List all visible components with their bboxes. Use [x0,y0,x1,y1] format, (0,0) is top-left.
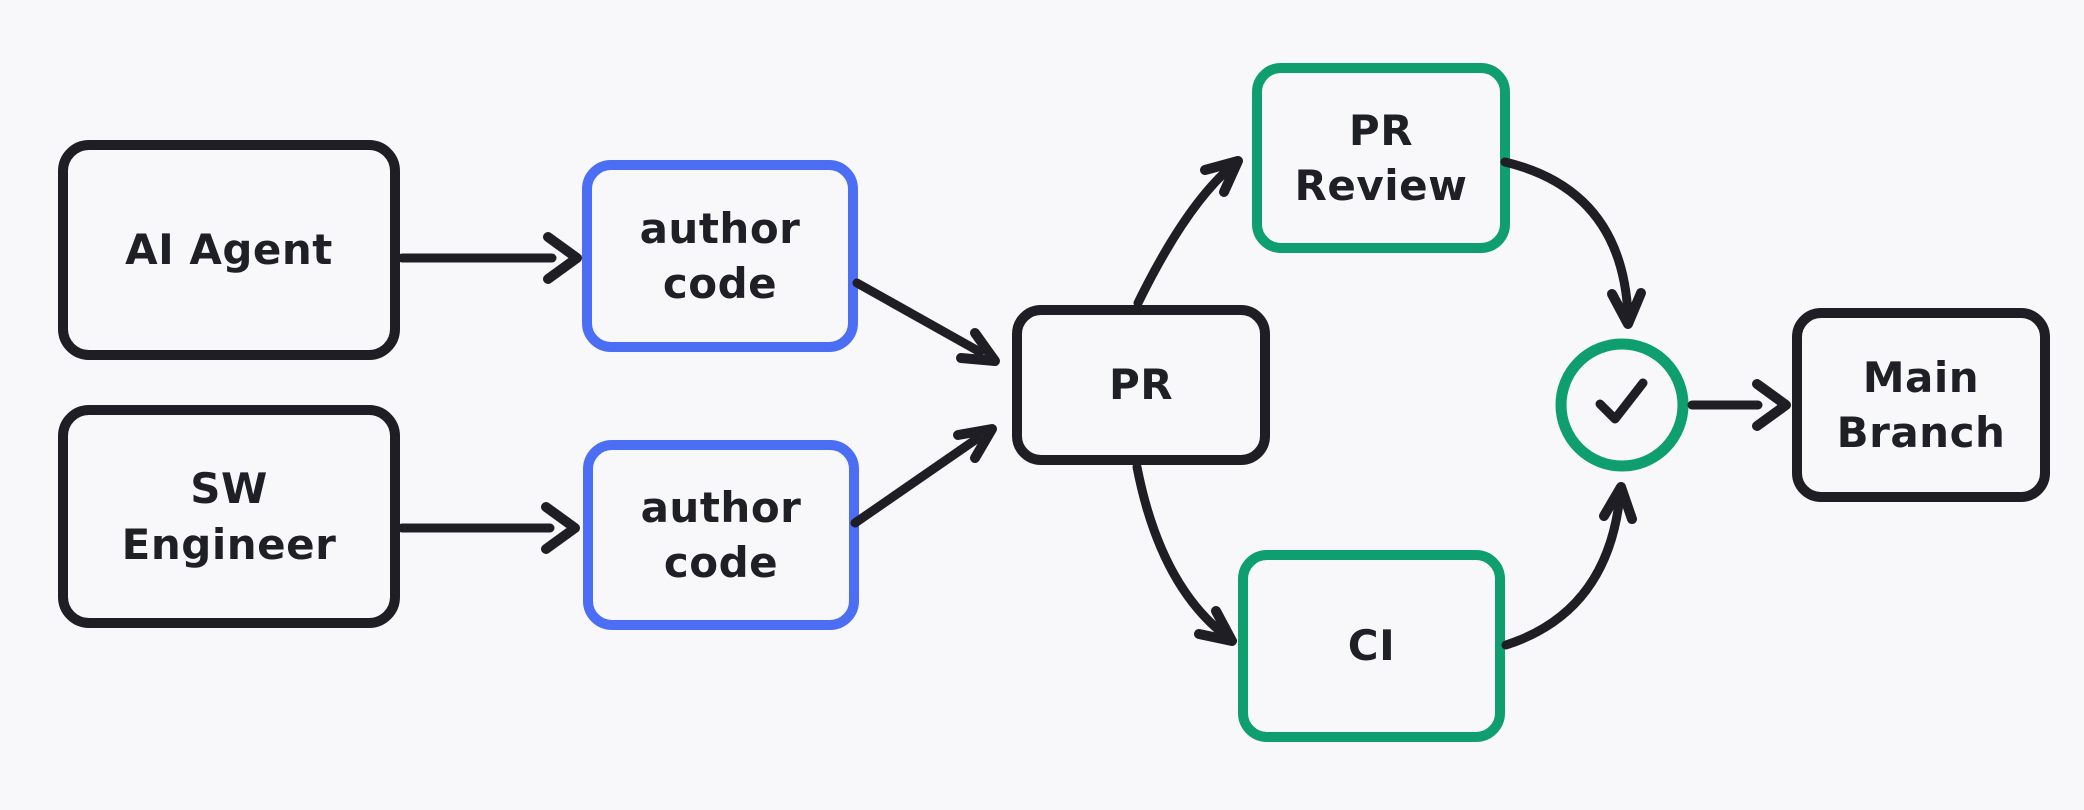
node-box-author-code-bottom [583,440,859,630]
checkmark-icon [1595,378,1648,424]
arrow-approval-to-main-branch [1687,379,1791,431]
arrow-pr-review-to-approval [1500,157,1646,329]
node-box-ai-agent [58,140,400,360]
arrow-ai-agent-to-author-code [397,232,582,284]
node-box-author-code-top [582,160,858,352]
arrow-author-code-bottom-to-pr [850,424,997,528]
arrow-ci-to-approval [1501,482,1637,650]
arrow-sw-engineer-to-author-code [397,502,580,554]
arrow-author-code-top-to-pr [852,278,1000,366]
node-box-pr [1012,305,1270,465]
arrow-pr-to-ci [1132,462,1237,646]
node-box-main-branch [1792,308,2050,502]
node-circle-approval [1555,338,1689,472]
node-box-pr-review [1252,63,1510,253]
node-box-ci [1238,550,1505,742]
arrow-pr-to-pr-review [1133,156,1243,308]
node-box-sw-engineer [58,405,400,628]
